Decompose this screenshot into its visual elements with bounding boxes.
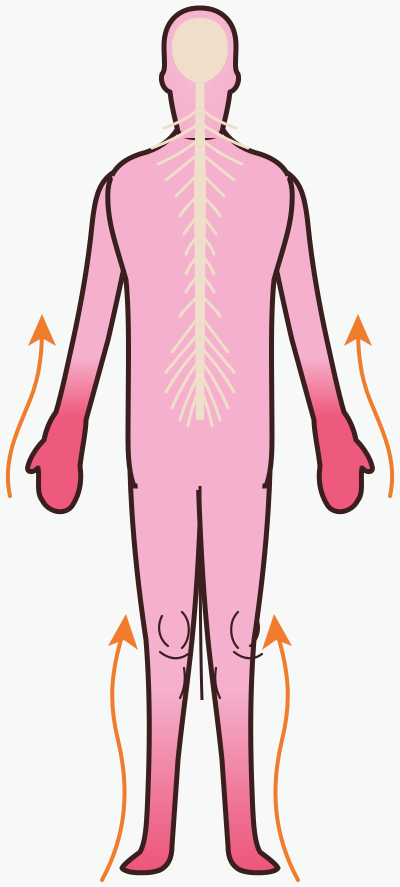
right-leg: [198, 470, 278, 873]
arrow-head-right-foot: [262, 614, 292, 650]
left-leg: [122, 470, 202, 873]
arrow-right-foot: [275, 636, 298, 880]
spinal-cord: [194, 80, 206, 420]
arrow-left-foot: [102, 636, 125, 880]
arrow-head-left-foot: [108, 614, 138, 650]
